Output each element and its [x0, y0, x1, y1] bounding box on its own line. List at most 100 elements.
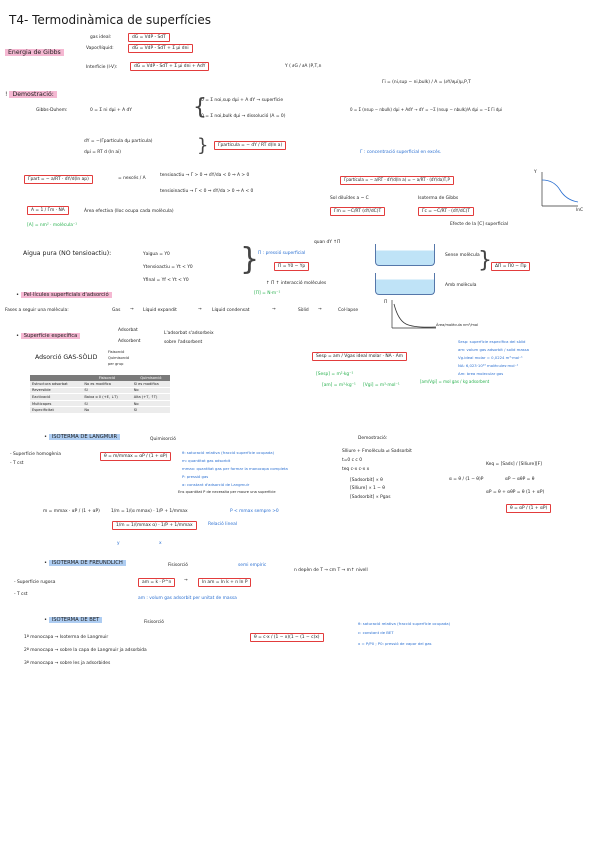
- freundlich-cond-1: - Superfície rugosa: [14, 580, 56, 585]
- pi-graph-x-label: Àrea/molècula nm²/mol: [436, 323, 479, 327]
- quan-note: quan dΥ ↑Π: [314, 240, 341, 245]
- efecte-note: Efecte de la [C] superficial: [450, 222, 509, 227]
- tensioactiu-line: tensioactiu → Γ > 0 ⇒ dΥ/da < 0 ⇒ A > 0: [160, 173, 250, 178]
- gamma-part-box: Γpart = − a/RT · dΥ/d(ln ap): [24, 175, 93, 185]
- langmuir-def-3: mmax: quantitat gas per formar la monoca…: [182, 466, 288, 471]
- adsorcio-table: Fisisorció Quimisorció Estructura adsorb…: [30, 375, 170, 414]
- langmuir-dem-reaction: Slliure + Fmolècula ⇌ Sadsorbit: [342, 449, 412, 454]
- gamma-graph-x-label: lnC: [576, 208, 584, 213]
- gas-ideal-eq: dG = VdP - SdT: [128, 33, 170, 43]
- sense-label: Sense molècula: [445, 253, 480, 258]
- langmuir-dem-keq: Keq = [Sads] / [Slliure][F]: [486, 462, 542, 467]
- langmuir-cond-1: - Superfície homogènia: [10, 452, 61, 457]
- table-cell: Eactivació: [30, 393, 83, 401]
- freundlich-arrow: →: [184, 578, 188, 583]
- vapor-label: Vapor/líquid:: [86, 46, 114, 51]
- langmuir-dem-teq: teq c-x c-x x: [342, 467, 370, 472]
- brace2-icon: }: [197, 135, 209, 156]
- fase-arrow-4: →: [318, 307, 322, 312]
- table-cell: Sí: [131, 406, 170, 414]
- table-row: Multicapes Sí No: [30, 400, 170, 408]
- freundlich-cond-2: - T cst: [14, 592, 28, 597]
- pi-units: [Π] = N·m⁻¹: [254, 291, 281, 296]
- table-cell: Alta (+T, ↑T): [131, 393, 170, 401]
- freundlich-type: Fisisorció: [168, 563, 188, 568]
- langmuir-type: Quimisorció: [150, 437, 176, 442]
- adsorbat-note-2: sobre l'adsorbent: [164, 340, 203, 345]
- pi-eq-box: Π = Υ0 − Υp: [274, 262, 310, 272]
- langmuir-def-5: α: constant d'adsorció de Langmuir: [182, 482, 250, 487]
- pi-graph-y-label: Π: [384, 300, 388, 305]
- adsorcio-label: Adsorció GAS-SÒLID: [35, 354, 98, 361]
- fase-liquid-condensat: Líquid condensat: [212, 308, 250, 313]
- pi-label: Π : pressió superficial: [258, 251, 306, 256]
- s-def-1: Sesp: superfície específica del sòlid: [458, 339, 526, 344]
- freundlich-note: semi empíric: [238, 563, 267, 568]
- result-eq: 0 = Σ (nsup − nbulk) dμi + AdΥ → dΥ = −Σ…: [350, 107, 503, 112]
- adsorbat-note-1: L'adsorbat s'adsorbeix: [164, 331, 214, 336]
- vapor-eq: dG = VdP - SdT + Σ μi dni: [128, 44, 193, 54]
- langmuir-deriv-3: 1/m = 1/(mmax α) · 1/P + 1/mmax: [112, 521, 197, 531]
- aigua-heading: Aigua pura (NO tensioactiu):: [23, 250, 112, 257]
- table-row: Eactivació Baixa o 0 (+E, ↓T) Alta (+T, …: [30, 393, 170, 401]
- langmuir-dem-l1: αP − αθP = θ: [505, 477, 535, 482]
- gd-eq: 0 = Σ ni dμi + A dΥ: [90, 108, 132, 113]
- brace-bulk: 0 = Σ nαi,bulk dμi → dissolució (A = 0): [201, 114, 286, 119]
- gamma-def: Υ ( ∂G / ∂A )P,T,n: [285, 64, 322, 69]
- freundlich-heading: • ISOTERMA DE FREUNDLICH: [44, 560, 126, 567]
- freundlich-n-note: n depèn de T → cm T → m↑ nivell: [294, 568, 368, 573]
- table-cell: No: [131, 387, 170, 395]
- table-header: Quimisorció: [131, 375, 170, 381]
- adsorbent-label: Adsorbent: [118, 339, 141, 344]
- pi-area-graph: [391, 300, 437, 329]
- gamma-lnc-graph: [541, 172, 579, 207]
- langmuir-dem-s2: [Slliure] ∝ 1 − θ: [350, 486, 385, 491]
- s-units-1: [Sesp] = m²·kg⁻¹: [316, 372, 354, 377]
- fase-solid: Sòlid: [298, 308, 309, 313]
- langmuir-deriv-2: 1/m = 1/(α mmax) · 1/P + 1/mmax: [111, 509, 188, 514]
- energia-heading: Energia de Gibbs: [5, 49, 64, 57]
- table-cell: Estructura adsorbat: [30, 381, 83, 388]
- langmuir-y-axis: y: [117, 541, 120, 546]
- table-cell: Baixa o 0 (+E, ↓T): [82, 393, 132, 401]
- s-esp-box: Sesp = am / Vgas ideal molar · NA · Am: [312, 352, 408, 362]
- fase-gas: Gas: [112, 308, 121, 313]
- gamma-partC-box: Γpartícula = − a/RT · dΥ/d(ln a) = − a/R…: [340, 176, 454, 185]
- table-cell: Sí es modifica: [131, 381, 170, 388]
- langmuir-dem-s1: [Sadsorbit] ∝ θ: [350, 478, 383, 483]
- pellicules-heading: • Pel·lícules superficials d'adsorció: [16, 292, 112, 299]
- table-cell: Sí: [82, 400, 132, 408]
- freundlich-eq-1: am = k · P^n: [138, 578, 176, 588]
- gibbs-duhem-label: Gibbs-Duhem:: [36, 108, 68, 113]
- fase-collapse: Col·lapse: [338, 308, 359, 313]
- table-row: Estructura adsorbat No es modifica Sí es…: [30, 381, 170, 388]
- bet-def-1: θ: saturació relativa (fracció superfíci…: [358, 621, 451, 626]
- freundlich-def: am : volum gas adsorbit per unitat de ma…: [138, 596, 237, 601]
- dgamma-eq: dΥ = −(Γpartícula dμ partícula): [84, 139, 153, 144]
- bet-def-2: c: constant de BET: [358, 630, 394, 635]
- fases-label: Fases a seguir una molècula:: [5, 308, 69, 313]
- s-def-2: am: volum gas adsorbit / solid massa: [458, 347, 529, 352]
- bet-type: Fisisorció: [144, 620, 164, 625]
- langmuir-dem-l2: αP = θ + αθP = θ (1 + αP): [486, 490, 545, 495]
- langmuir-deriv-1: m = mmax · αP / (1 + αP): [43, 509, 100, 514]
- table-header: [30, 375, 83, 381]
- s-units-2: [am] = m³·kg⁻¹: [322, 383, 356, 388]
- table-header-row: Fisisorció Quimisorció: [30, 375, 170, 381]
- aigua-line-3: Υfinal = Υf < Υt < Υ0: [143, 278, 189, 283]
- area-units: [A] = nm² · molècula⁻¹: [27, 223, 77, 228]
- langmuir-def-2: m: quantitat gas adsorbit: [182, 458, 231, 463]
- fase-arrow-3: →: [272, 307, 276, 312]
- delta-pi-box: ΔΠ = Π0 − Πp: [491, 262, 531, 272]
- s-units-4: [am/Vgi] = mol gas / kg adsorbent: [420, 379, 490, 384]
- table-cell: Especificitat: [30, 406, 83, 414]
- gamma-m-box: Γm = −C/RT (dΥ/dC)T: [330, 207, 386, 217]
- table-cell: No: [82, 406, 132, 414]
- adsorbat-label: Adsorbat: [118, 328, 138, 333]
- langmuir-lineal: Relació lineal: [208, 522, 238, 527]
- table-cell: Multicapes: [30, 400, 83, 408]
- table-cell: No: [131, 400, 170, 408]
- warning-icon: !: [5, 91, 8, 98]
- langmuir-dem-t0: t=0 c c 0: [342, 458, 363, 463]
- beaker-sense: [375, 244, 435, 266]
